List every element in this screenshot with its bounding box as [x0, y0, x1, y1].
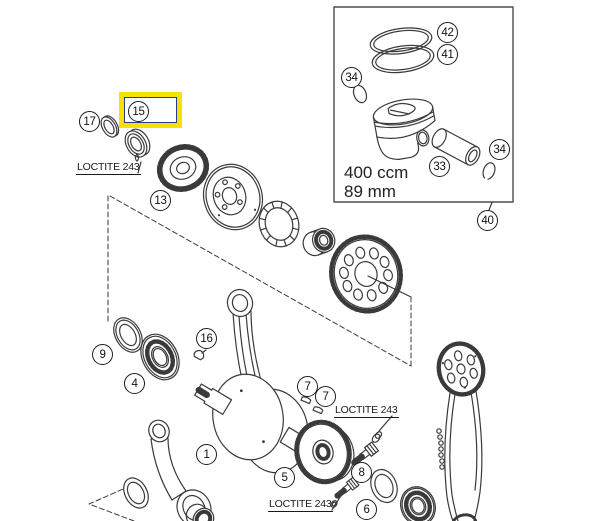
displacement-label: 400 ccm — [344, 163, 409, 182]
washer-6-drawing — [370, 468, 398, 504]
washer-17-drawing — [100, 115, 120, 138]
main-bearing-4-drawing — [140, 333, 180, 381]
freewheel-ring-drawing — [258, 200, 300, 248]
loctite-top-leader — [137, 161, 142, 174]
bore-label: 89 mm — [344, 182, 396, 201]
part-highlight-box — [124, 97, 177, 123]
loctite-mid-leader — [378, 415, 393, 432]
large-gear-drawing — [329, 234, 403, 314]
inset-spec-text: 400 ccm 89 mm — [344, 163, 408, 201]
collar-15-drawing — [124, 128, 151, 158]
cam-chain-drawing — [436, 390, 483, 521]
timing-gear-13-drawing — [156, 144, 210, 192]
callout-17[interactable]: 17 — [79, 111, 100, 132]
wrist-pin-drawing — [431, 128, 481, 166]
callout-8[interactable]: 8 — [351, 462, 372, 483]
circlip-right-drawing — [482, 162, 496, 181]
woodruff-key-7a-drawing — [300, 396, 312, 405]
callout-15[interactable]: 15 — [128, 101, 149, 122]
loctite-label-mid: LOCTITE 243 — [334, 404, 399, 418]
callout-42[interactable]: 42 — [437, 22, 458, 43]
callout-7b[interactable]: 7 — [315, 386, 336, 407]
callout-34-left[interactable]: 34 — [341, 67, 362, 88]
piston-ring-upper-drawing — [369, 27, 433, 55]
nut-drawing — [371, 431, 383, 443]
axis-dashed-lines — [88, 195, 412, 521]
woodruff-key-16-drawing — [193, 349, 205, 361]
callout-40[interactable]: 40 — [477, 210, 498, 231]
callout-9[interactable]: 9 — [92, 344, 113, 365]
large-gear-leader — [367, 275, 412, 298]
bearing-3-drawing — [400, 486, 436, 521]
flywheel-drawing — [202, 163, 264, 231]
inset-box — [333, 6, 514, 211]
callout-7a[interactable]: 7 — [297, 376, 318, 397]
piston-drawing — [372, 98, 436, 160]
callout-41[interactable]: 41 — [437, 44, 458, 65]
woodruff-key-7b-drawing — [312, 406, 324, 415]
crankpin-bearing-drawing — [185, 503, 215, 521]
small-washer-drawing — [330, 500, 338, 508]
pin-drawing — [134, 153, 140, 162]
callout-1[interactable]: 1 — [196, 444, 217, 465]
piston-ring-lower-drawing — [371, 44, 435, 74]
callout-16[interactable]: 16 — [196, 328, 217, 349]
callout-13[interactable]: 13 — [150, 190, 171, 211]
callout-6[interactable]: 6 — [356, 499, 377, 520]
loctite-label-top: LOCTITE 243 — [76, 161, 141, 175]
primary-gear-5-drawing — [294, 419, 355, 485]
callout-33[interactable]: 33 — [429, 156, 450, 177]
callout-34-right[interactable]: 34 — [489, 139, 510, 160]
connecting-rod-drawing — [148, 419, 212, 521]
callout-4[interactable]: 4 — [124, 373, 145, 394]
bolt-8-drawing — [350, 441, 380, 467]
needle-bearing-drawing — [302, 227, 336, 257]
callout-5[interactable]: 5 — [274, 467, 295, 488]
loctite-label-bottom: LOCTITE 243 — [268, 498, 333, 512]
thrust-washer-drawing — [123, 477, 149, 509]
cam-sprocket-drawing — [436, 341, 486, 397]
